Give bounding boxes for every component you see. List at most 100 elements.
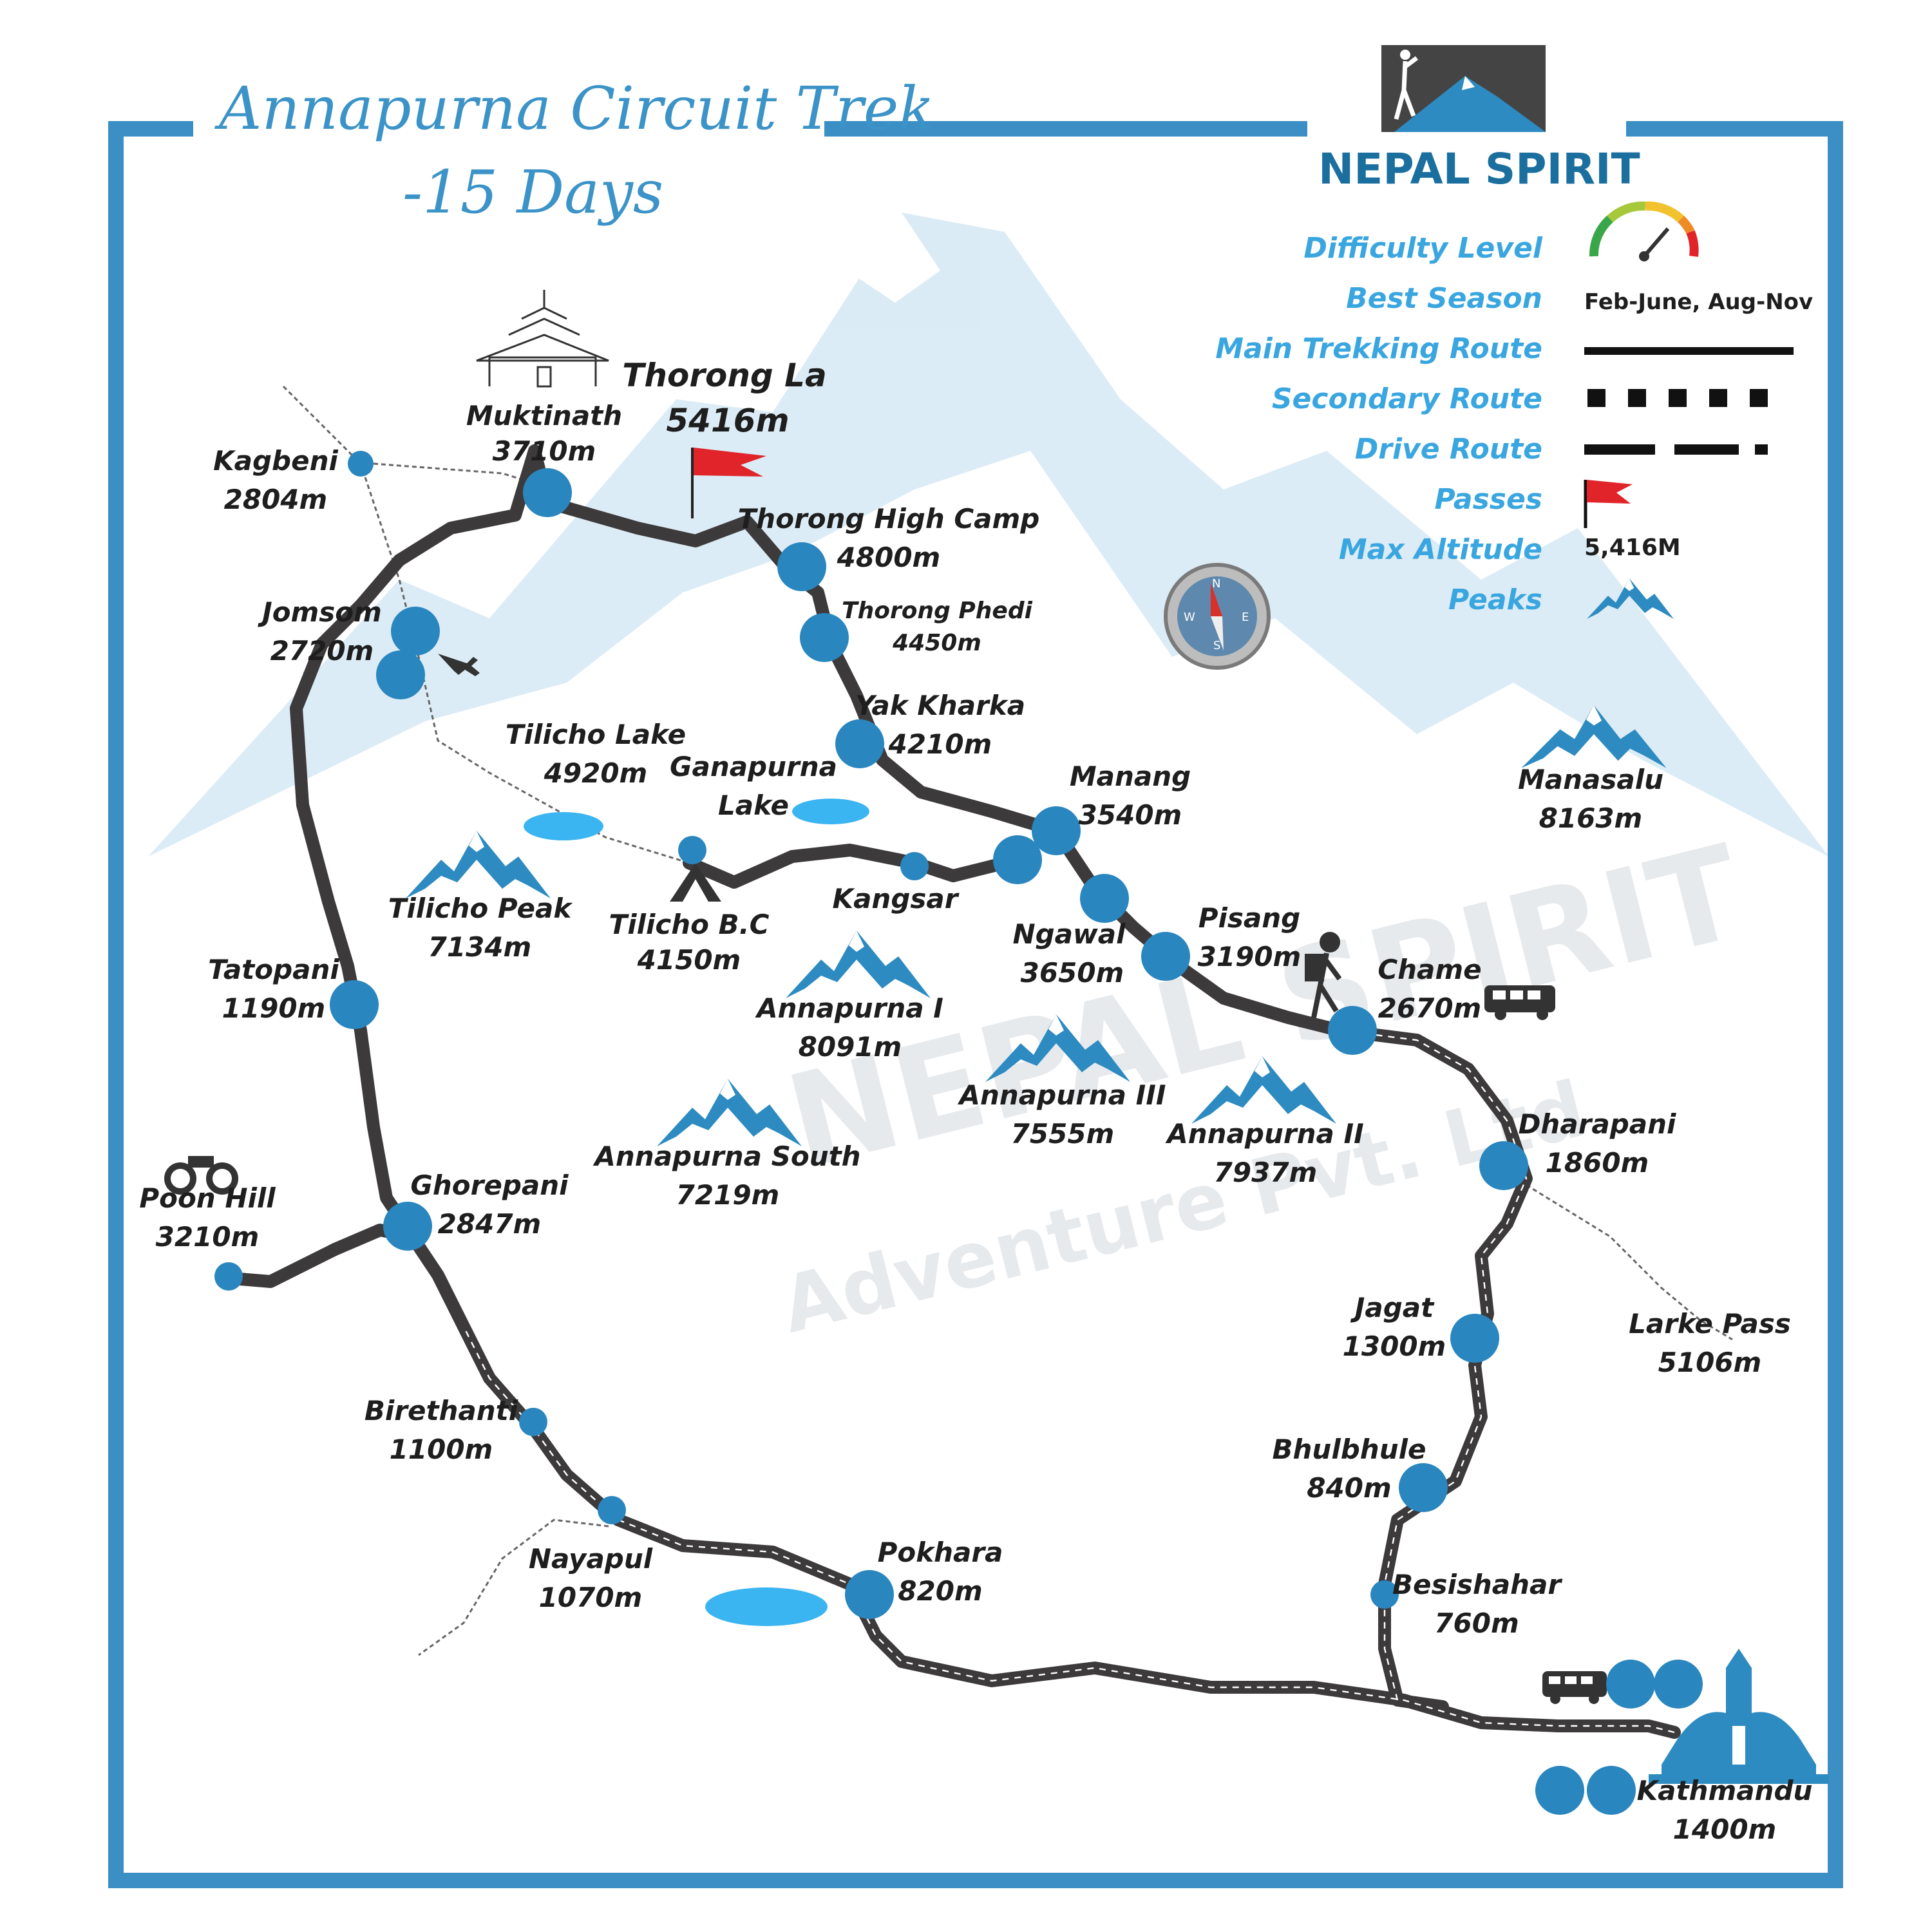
flag-icon xyxy=(1584,480,1633,528)
kathmandu-name: Kathmandu xyxy=(1637,1775,1813,1806)
ghorepani-alt: 2847m xyxy=(438,1208,542,1240)
muktinath-name: Muktinath xyxy=(466,400,622,431)
bus-icon xyxy=(1484,985,1555,1020)
tilicho-peak-name: Tilicho Peak xyxy=(388,893,574,924)
thorong-la-alt: 5416m xyxy=(666,402,789,439)
background-mountain xyxy=(148,213,1829,857)
pisang-name: Pisang xyxy=(1198,902,1300,934)
larke-pass-name: Larke Pass xyxy=(1629,1308,1791,1340)
chame-alt: 2670m xyxy=(1378,992,1482,1024)
place-labels: Muktinath 3710m Thorong La 5416m Kagbeni… xyxy=(139,357,1812,1845)
svg-text:N: N xyxy=(1212,577,1220,591)
yak-kharka-name: Yak Kharka xyxy=(855,690,1025,721)
svg-text:S: S xyxy=(1213,639,1220,652)
route-nodes xyxy=(214,451,1703,1815)
jagat-alt: 1300m xyxy=(1343,1331,1446,1362)
svg-text:Best Season: Best Season xyxy=(1346,282,1542,315)
phewa-lake-water xyxy=(705,1587,828,1626)
yak-kharka-alt: 4210m xyxy=(888,728,992,760)
annapurna-2-name: Annapurna II xyxy=(1165,1118,1363,1150)
chame-name: Chame xyxy=(1378,954,1481,985)
jomsom-alt: 2720m xyxy=(270,635,374,667)
gauge-icon xyxy=(1589,201,1699,261)
svg-text:Passes: Passes xyxy=(1434,483,1542,516)
tatopani-alt: 1190m xyxy=(222,992,326,1024)
svg-text:W: W xyxy=(1184,611,1195,624)
annapurna-3-alt: 7555m xyxy=(1011,1118,1115,1150)
tatopani-name: Tatopani xyxy=(208,954,339,985)
dharapani-alt: 1860m xyxy=(1546,1147,1649,1179)
kangsar-name: Kangsar xyxy=(833,883,960,914)
kathmandu-alt: 1400m xyxy=(1673,1814,1777,1845)
tilicho-bc-alt: 4150m xyxy=(637,944,741,976)
dharapani-name: Dharapani xyxy=(1519,1108,1676,1140)
poon-hill-alt: 3210m xyxy=(156,1221,260,1253)
annapurna-1-name: Annapurna I xyxy=(755,992,943,1024)
phedi-alt: 4450m xyxy=(892,630,981,656)
binoculars-icon xyxy=(164,1156,238,1195)
birethanti-alt: 1100m xyxy=(390,1434,493,1465)
pokhara-alt: 820m xyxy=(898,1575,982,1607)
ngawal-alt: 3650m xyxy=(1021,957,1124,989)
svg-text:Secondary Route: Secondary Route xyxy=(1272,383,1542,415)
thorong-la-name: Thorong La xyxy=(622,357,826,394)
kagbeni-alt: 2804m xyxy=(224,484,328,515)
ganapurna-lake-name2: Lake xyxy=(718,790,789,821)
annapurna-1-alt: 8091m xyxy=(799,1031,902,1063)
plane-icon xyxy=(438,654,480,676)
svg-text:E: E xyxy=(1242,611,1249,624)
high-camp-name: Thorong High Camp xyxy=(738,503,1040,535)
tilicho-lake-alt: 4920m xyxy=(544,757,648,789)
ghorepani-name: Ghorepani xyxy=(410,1170,569,1201)
tilicho-bc-name: Tilicho B.C xyxy=(609,909,770,940)
manasalu-name: Manasalu xyxy=(1518,764,1663,795)
brand-logo: NEPAL SPIRIT xyxy=(1318,45,1640,194)
high-camp-alt: 4800m xyxy=(837,542,941,573)
annapurna-south-icon xyxy=(657,1079,802,1146)
tilicho-peak-icon xyxy=(406,831,551,898)
tilicho-peak-alt: 7134m xyxy=(428,931,532,963)
svg-text:Difficulty Level: Difficulty Level xyxy=(1303,232,1543,265)
tent-icon xyxy=(670,863,721,902)
tilicho-lake-water xyxy=(524,812,603,840)
jagat-name: Jagat xyxy=(1350,1292,1435,1323)
peak-labels: Tilicho Peak 7134m Annapurna I 8091m Ann… xyxy=(388,764,1663,1211)
compass-icon: N S W E xyxy=(1164,563,1271,670)
svg-text:Feb-June, Aug-Nov: Feb-June, Aug-Nov xyxy=(1584,289,1813,315)
nayapul-alt: 1070m xyxy=(539,1582,643,1613)
svg-text:Peaks: Peaks xyxy=(1448,583,1542,616)
tilicho-lake-name: Tilicho Lake xyxy=(506,719,686,750)
lakes xyxy=(524,799,869,1626)
bus-icon-2 xyxy=(1542,1671,1607,1704)
besishahar-name: Besishahar xyxy=(1392,1569,1562,1600)
annapurna-south-alt: 7219m xyxy=(676,1179,780,1211)
svg-text:Annapurna Circuit Trek: Annapurna Circuit Trek xyxy=(214,74,934,143)
annapurna-3-name: Annapurna III xyxy=(957,1079,1166,1111)
phedi-name: Thorong Phedi xyxy=(842,598,1033,624)
svg-text:NEPAL SPIRIT: NEPAL SPIRIT xyxy=(1318,144,1640,194)
kagbeni-name: Kagbeni xyxy=(213,445,338,477)
map-frame xyxy=(108,121,1843,1888)
manasalu-alt: 8163m xyxy=(1539,802,1643,834)
bhulbhule-name: Bhulbhule xyxy=(1273,1434,1426,1465)
bhulbhule-alt: 840m xyxy=(1307,1472,1391,1504)
thorong-la-flag-icon xyxy=(691,448,766,518)
jomsom-name: Jomsom xyxy=(258,596,382,628)
ganapurna-lake-water xyxy=(792,799,869,824)
hiker-icon xyxy=(1305,932,1342,1018)
svg-text:Drive Route: Drive Route xyxy=(1355,433,1542,466)
muktinath-alt: 3710m xyxy=(493,435,596,467)
svg-text:-15 Days: -15 Days xyxy=(402,158,663,227)
ngawal-name: Ngawal xyxy=(1012,918,1126,950)
legend: Difficulty Level Best Season Main Trekki… xyxy=(1215,201,1813,619)
stupa-icon xyxy=(1649,1649,1829,1784)
ganapurna-lake-name: Ganapurna xyxy=(670,751,837,782)
annapurna-2-alt: 7937m xyxy=(1214,1157,1318,1188)
nayapul-name: Nayapul xyxy=(529,1543,653,1575)
svg-text:5,416M: 5,416M xyxy=(1584,535,1681,561)
besishahar-alt: 760m xyxy=(1434,1607,1519,1639)
larke-pass-alt: 5106m xyxy=(1658,1347,1762,1378)
birethanti-name: Birethanti xyxy=(365,1395,518,1426)
map-title: Annapurna Circuit Trek -15 Days xyxy=(214,74,934,227)
